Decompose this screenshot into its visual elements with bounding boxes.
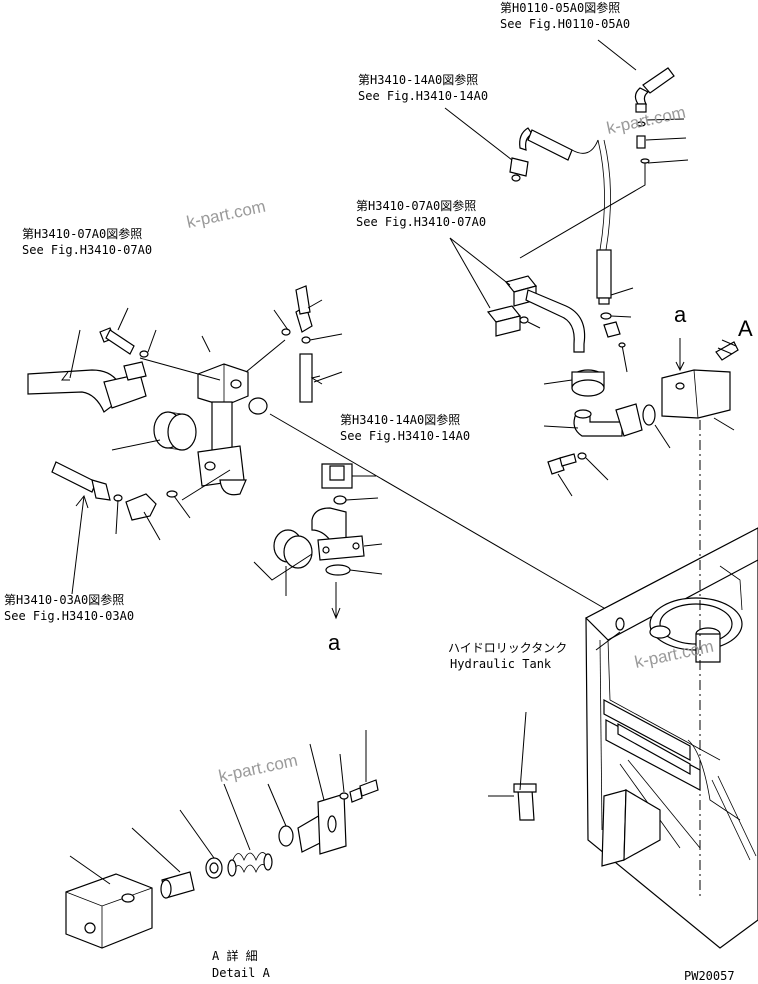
upper-pipe-assembly: [449, 237, 739, 497]
hydraulic-tank: [488, 420, 758, 949]
ref-h3410-14a0-mid-en: See Fig.H3410-14A0: [340, 429, 470, 443]
tank-label-jp: ハイドロリックタンク: [448, 641, 567, 655]
tank-label-en: Hydraulic Tank: [450, 657, 552, 671]
ref-h3410-03a0-en: See Fig.H3410-03A0: [4, 609, 134, 623]
ref-h3410-14a0-top-en: See Fig.H3410-14A0: [358, 89, 488, 103]
detail-a: [65, 730, 379, 949]
detail-label-en: Detail A: [212, 966, 271, 980]
top-hose-assembly: [444, 39, 689, 373]
marker-a-top: a: [674, 302, 687, 327]
ref-h0110-en: See Fig.H0110-05A0: [500, 17, 630, 31]
watermark-4: k-part.com: [217, 751, 299, 786]
ref-h3410-03a0-jp: 第H3410-03A0図参照: [4, 592, 124, 607]
ref-h3410-07a0-left-en: See Fig.H3410-07A0: [22, 243, 152, 257]
ref-h3410-07a0-left-jp: 第H3410-07A0図参照: [22, 226, 142, 241]
ref-h3410-07a0-right-jp: 第H3410-07A0図参照: [356, 198, 476, 213]
ref-h3410-14a0-top-jp: 第H3410-14A0図参照: [358, 72, 478, 87]
ref-h3410-14a0-mid-jp: 第H3410-14A0図参照: [340, 412, 460, 427]
marker-a-mid: a: [328, 630, 341, 655]
left-assembly: [27, 285, 383, 620]
reference-labels: 第H0110-05A0図参照 See Fig.H0110-05A0 第H3410…: [4, 0, 753, 983]
ref-h3410-07a0-right-en: See Fig.H3410-07A0: [356, 215, 486, 229]
watermark-2: k-part.com: [185, 197, 267, 232]
marker-big-a: A: [738, 316, 753, 341]
drawing-code: PW20057: [684, 969, 735, 983]
leader-line: [269, 413, 629, 623]
detail-label-jp: A 詳 細: [212, 948, 258, 963]
ref-h0110-jp: 第H0110-05A0図参照: [500, 0, 620, 15]
